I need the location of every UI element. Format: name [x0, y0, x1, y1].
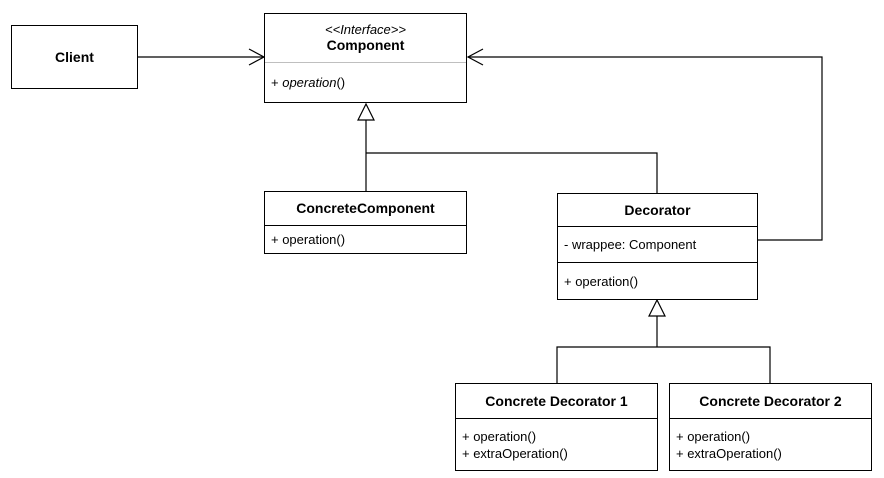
- client-class-name: Client: [55, 48, 94, 65]
- concrete-decorator-1-class-name: Concrete Decorator 1: [485, 392, 628, 409]
- concrete-decorator-2-methods-section: + operation() + extraOperation(): [670, 418, 871, 470]
- component-interface-box: <<Interface>> Component + operation(): [264, 13, 467, 103]
- component-method-parens: (): [336, 75, 346, 90]
- decorator-class-box: Decorator - wrappee: Component + operati…: [557, 193, 758, 300]
- concrete-decorator-1-method-operation: + operation(): [462, 428, 537, 444]
- decorator-field-wrappee: - wrappee: Component: [564, 237, 697, 252]
- concrete-decorator-2-method-extra-operation: + extraOperation(): [676, 445, 782, 461]
- component-interface-name: Component: [326, 37, 405, 53]
- concrete-decorator-2-class-name: Concrete Decorator 2: [699, 392, 842, 409]
- wrappee-component-association-line: [468, 56, 823, 241]
- component-methods-section: + operation(): [265, 62, 466, 102]
- decorator-class-name: Decorator: [624, 201, 691, 218]
- decorator-methods-section: + operation(): [558, 262, 757, 299]
- concrete-decorators-branch-line: [556, 346, 771, 383]
- decorator-inheritance-branch-line: [366, 152, 658, 193]
- concrete-decorator-1-methods-section: + operation() + extraOperation(): [456, 418, 657, 470]
- concrete-decorator-1-method-extra-operation: + extraOperation(): [462, 445, 568, 461]
- component-inheritance-triangle: [357, 102, 375, 121]
- component-stereotype: <<Interface>>: [325, 22, 406, 37]
- decorator-method: + operation(): [564, 273, 639, 289]
- concrete-decorator-2-method-operation: + operation(): [676, 428, 751, 444]
- concrete-component-methods-section: + operation(): [265, 225, 466, 253]
- concrete-decorator-1-class-box: Concrete Decorator 1 + operation() + ext…: [455, 383, 658, 471]
- client-class-box: Client: [11, 25, 138, 89]
- component-method-visibility: +: [271, 75, 283, 90]
- decorator-inheritance-triangle: [648, 298, 666, 317]
- concrete-component-class-box: ConcreteComponent + operation(): [264, 191, 467, 254]
- component-method-name: operation: [282, 75, 337, 90]
- decorator-fields-section: - wrappee: Component: [558, 226, 757, 262]
- concrete-decorator-2-class-box: Concrete Decorator 2 + operation() + ext…: [669, 383, 872, 471]
- concrete-component-class-name: ConcreteComponent: [296, 200, 435, 216]
- wrappee-component-arrowhead: [466, 48, 484, 66]
- concrete-component-method: + operation(): [271, 232, 346, 247]
- component-method: + operation(): [271, 74, 460, 91]
